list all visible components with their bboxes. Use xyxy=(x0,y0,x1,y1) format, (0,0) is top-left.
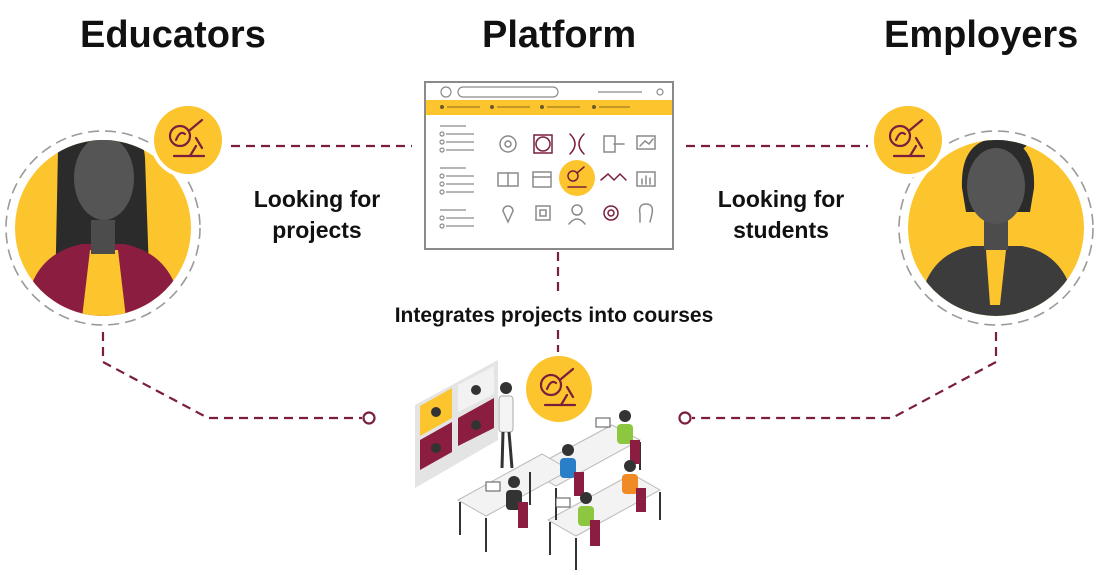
educators-need-line2: projects xyxy=(272,217,362,243)
settings-icon xyxy=(603,205,619,221)
platform-heading: Platform xyxy=(482,14,637,56)
microscope-icon xyxy=(168,124,192,148)
platform-icon-grid xyxy=(497,133,656,225)
educators-need-label: Looking for projects xyxy=(246,184,388,246)
integration-label: Integrates projects into courses xyxy=(394,304,714,327)
microscope-icon xyxy=(559,160,595,196)
network-icon xyxy=(499,135,517,153)
platform-window xyxy=(424,81,674,250)
location-pin-icon xyxy=(502,205,514,224)
dna-icon xyxy=(569,133,585,155)
presenter xyxy=(498,382,514,469)
monitor-chart-icon xyxy=(636,135,656,150)
connector-endpoint-right xyxy=(678,411,692,425)
book-icon xyxy=(497,172,519,187)
employers-need-line1: Looking for xyxy=(717,186,845,212)
educator-badge xyxy=(150,102,226,178)
employers-need-line2: students xyxy=(733,217,829,243)
educators-need-line1: Looking for xyxy=(253,186,381,212)
head-profile-icon xyxy=(638,203,654,223)
employer-avatar xyxy=(898,130,1094,326)
classroom-illustration xyxy=(415,352,662,570)
employers-heading: Employers xyxy=(884,14,1079,56)
person-gear-icon xyxy=(568,204,586,225)
connector-lines xyxy=(101,144,998,420)
educator-avatar xyxy=(5,130,201,326)
employers-need-label: Looking for students xyxy=(710,184,852,246)
storefront-icon xyxy=(532,171,552,188)
students xyxy=(485,410,646,546)
microscope-icon xyxy=(888,124,912,148)
gear-circle-icon xyxy=(533,134,553,154)
handshake-icon xyxy=(600,172,627,182)
employer-badge xyxy=(870,102,946,178)
document-transfer-icon xyxy=(603,135,625,153)
connector-educators-classroom xyxy=(101,332,362,420)
platform-search-bar xyxy=(457,86,559,98)
platform-sidebar-list xyxy=(439,125,474,229)
microscope-icon xyxy=(539,373,563,397)
classroom-badge xyxy=(522,352,596,426)
connector-endpoint-left xyxy=(362,411,376,425)
bar-chart-icon xyxy=(636,171,656,187)
connector-employers-classroom xyxy=(692,332,998,420)
microchip-icon xyxy=(535,205,551,221)
educators-heading: Educators xyxy=(80,14,266,56)
